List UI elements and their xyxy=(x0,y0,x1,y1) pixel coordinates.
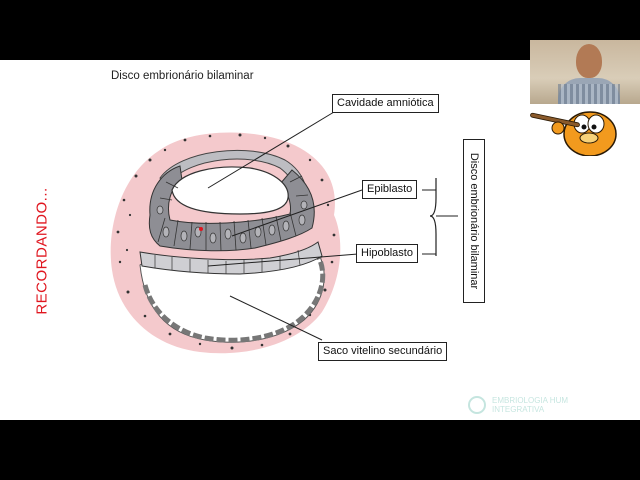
watermark-text: EMBRIOLOGIA HUM INTEGRATIVA xyxy=(492,396,568,414)
presenter-head xyxy=(576,44,602,78)
label-bilaminar-disc: Disco embrionário bilaminar xyxy=(463,139,485,303)
label-epiblast: Epiblasto xyxy=(362,180,417,199)
watermark: EMBRIOLOGIA HUM INTEGRATIVA xyxy=(468,396,558,416)
diagram-title: Disco embrionário bilaminar xyxy=(111,70,254,82)
label-yolk-sac: Saco vitelino secundário xyxy=(318,342,447,361)
logo-icon xyxy=(468,396,486,414)
letterbox-bottom xyxy=(0,420,640,480)
cartoon-cat-sticker-icon xyxy=(528,96,618,156)
side-title-text: RECORDANDO... xyxy=(34,187,51,314)
watermark-line1: EMBRIOLOGIA HUM xyxy=(492,396,568,405)
label-bilaminar-disc-text: Disco embrionário bilaminar xyxy=(468,153,480,289)
watermark-line2: INTEGRATIVA xyxy=(492,405,568,414)
side-title: RECORDANDO... xyxy=(30,176,54,326)
label-hypoblast: Hipoblasto xyxy=(356,244,418,263)
label-amniotic-cavity: Cavidade amniótica xyxy=(332,94,439,113)
red-dot xyxy=(199,227,203,231)
presenter-webcam xyxy=(530,40,640,104)
amniotic-cavity xyxy=(172,167,288,214)
